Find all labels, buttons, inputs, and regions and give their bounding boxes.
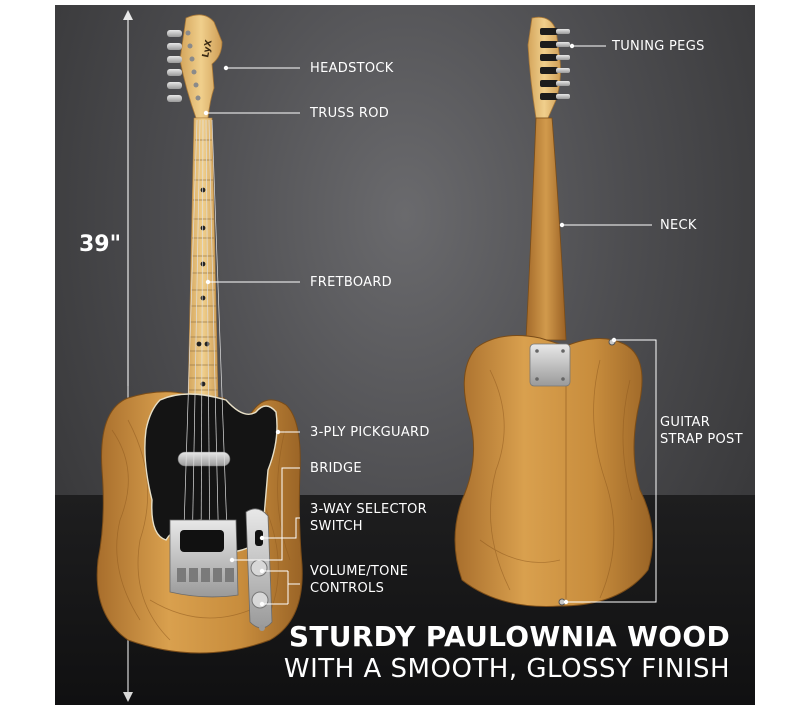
label-headstock: HEADSTOCK [310, 61, 394, 76]
label-volume-tone: VOLUME/TONE CONTROLS [310, 564, 409, 596]
length-label: 39" [79, 232, 122, 257]
label-truss-rod: TRUSS ROD [310, 106, 390, 121]
callout-dots [203, 43, 617, 607]
label-tuning-pegs: TUNING PEGS [612, 39, 705, 54]
label-strap-post: GUITAR STRAP POST [660, 415, 743, 447]
callout-lines [206, 45, 657, 605]
guitar-front: LyX [96, 14, 303, 654]
svg-text:LyX: LyX [201, 39, 215, 59]
label-neck: NECK [660, 218, 697, 233]
tagline-headline: STURDY PAULOWNIA WOOD [288, 620, 730, 653]
guitar-back [454, 16, 653, 607]
label-pickguard: 3-PLY PICKGUARD [310, 425, 430, 440]
label-fretboard: FRETBOARD [310, 275, 392, 290]
tagline-subheadline: WITH A SMOOTH, GLOSSY FINISH [283, 654, 730, 684]
label-bridge: BRIDGE [310, 461, 362, 476]
label-selector-switch: 3-WAY SELECTOR SWITCH [310, 502, 427, 534]
